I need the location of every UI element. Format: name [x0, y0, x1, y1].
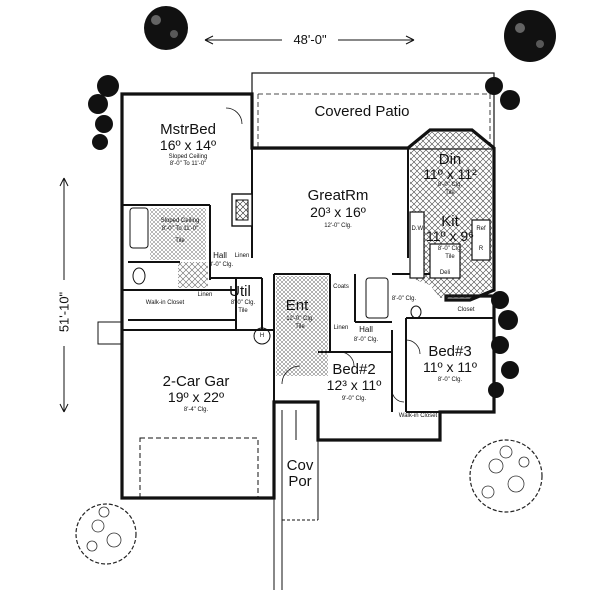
garage-label: 2-Car Gar	[162, 373, 230, 390]
walk-in-closet-master-label: Walk-in Closet	[145, 300, 185, 306]
tree-top-right	[504, 10, 556, 62]
coats-label: Coats	[333, 284, 349, 290]
hall-floor	[178, 262, 208, 288]
kitchen-deli: Deli	[439, 270, 451, 276]
overall-depth-label: 51'-10"	[56, 291, 72, 333]
kitchen-range: R	[478, 246, 484, 252]
bed2-ceiling: 9'-0" Clg.	[341, 396, 367, 402]
great-room-ceiling: 12'-0" Clg.	[324, 223, 352, 229]
walk-in-closet-bed2-label: Walk-in Closet	[398, 413, 438, 419]
entry-label: Ent	[285, 297, 309, 314]
shrubs-left	[88, 75, 119, 150]
bush-bottom-right	[469, 439, 543, 513]
covered-patio-label: Covered Patio	[314, 103, 410, 120]
closet-label: Closet	[457, 307, 475, 313]
dining-ceiling: 8'-0" Clg.	[437, 182, 463, 188]
garage-ceiling: 8'-4" Clg.	[183, 407, 209, 413]
bed2-label: Bed#2	[332, 361, 376, 378]
master-bed-note1: Sloped Ceiling	[168, 154, 208, 160]
hall-master-linen: Linen	[234, 253, 250, 259]
kitchen-size: 11º x 9⁶	[426, 228, 474, 244]
entry-tile: Tile	[295, 324, 305, 330]
porch-label-line1: Cov	[286, 457, 314, 474]
hall-master-label: Hall	[213, 251, 227, 260]
entry-floor	[276, 276, 328, 376]
linen-util-label: Linen	[197, 292, 213, 298]
hall-master-ceiling: 8'-0" Clg.	[208, 262, 234, 268]
bath-note2: 8'-0" To 11'-0"	[161, 226, 199, 232]
kitchen-tile: Tile	[445, 254, 455, 260]
kitchen-ceiling: 8'-0" Clg.	[437, 246, 463, 252]
great-room-size: 20³ x 16º	[310, 204, 366, 220]
linen-hall-label: Linen	[333, 325, 349, 331]
dimension-depth	[59, 177, 69, 413]
bath-tile: Tile	[175, 238, 185, 244]
master-bed-note2: 8'-0" To 11'-0"	[169, 161, 207, 167]
master-bed-label: MstrBed	[160, 121, 216, 138]
garage-details	[97, 321, 271, 500]
utility-ceiling: 8'-0" Clg.	[230, 300, 256, 306]
bath-note1: Sloped Ceiling	[160, 218, 200, 224]
kitchen-counters	[409, 211, 491, 279]
tree-top-left	[144, 6, 188, 50]
kitchen-label: Kit	[441, 213, 459, 230]
entry-ceiling: 12'-0" Clg.	[286, 316, 314, 322]
dining-size: 11º x 11²	[423, 166, 477, 182]
dimension-width	[204, 35, 415, 45]
garage-size: 19º x 22º	[167, 389, 225, 405]
master-bed-size: 16º x 14º	[159, 137, 217, 153]
bush-bottom-left	[75, 503, 137, 565]
overall-width-label: 48'-0"	[293, 32, 327, 47]
master-bath-floor	[150, 208, 206, 260]
door-swings	[225, 107, 421, 403]
utility-label: Util	[229, 283, 251, 300]
porch-label-line2: Por	[288, 473, 312, 490]
kitchen-ref: Ref	[476, 226, 486, 232]
water-heater-label: H	[259, 333, 265, 339]
bath2-ceiling: 8'-0" Clg.	[391, 296, 417, 302]
interior-walls	[122, 148, 494, 413]
kitchen-dishwasher: D.W.	[411, 226, 425, 232]
bed3-label: Bed#3	[428, 343, 472, 360]
walkway	[273, 402, 319, 590]
bed3-ceiling: 8'-0" Clg.	[437, 377, 463, 383]
dining-label: Din	[438, 151, 462, 168]
great-room-label: GreatRm	[307, 187, 369, 204]
bed2-size: 12³ x 11º	[326, 377, 382, 393]
bath-fixtures	[129, 193, 422, 319]
hall-bed-ceiling: 8'-0" Clg.	[353, 337, 379, 343]
bed3-size: 11º x 11º	[422, 359, 478, 375]
dining-tile: Tile	[445, 190, 455, 196]
utility-tile: Tile	[238, 308, 248, 314]
hall-bed-label: Hall	[359, 325, 373, 334]
